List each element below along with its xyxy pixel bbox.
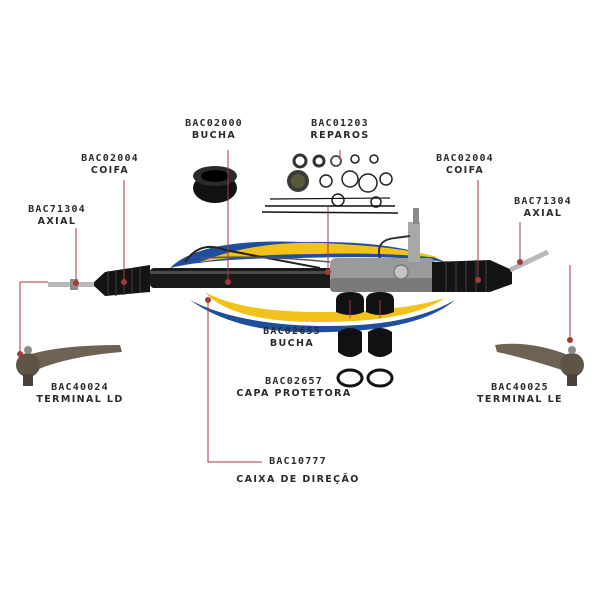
label-reparos: BAC01203 REPAROS — [310, 118, 369, 142]
part-code: BAC02004 — [436, 153, 494, 164]
part-code: BAC40024 — [51, 382, 109, 393]
hydraulic-line — [184, 246, 321, 269]
pinion-port — [393, 264, 409, 280]
terminal-le-part — [495, 343, 584, 386]
label-axial-left: BAC71304 AXIAL — [28, 204, 86, 228]
label-terminal-le: BAC40025 TERMINAL LE — [477, 382, 563, 406]
bucha-top-bushing — [193, 166, 237, 203]
part-name: AXIAL — [523, 208, 563, 219]
swoosh-yellow-bottom — [205, 292, 445, 322]
part-name: REPAROS — [310, 130, 370, 141]
part-code: BAC40025 — [491, 382, 549, 393]
part-name: BUCHA — [269, 338, 315, 349]
capa-protetora — [336, 368, 394, 388]
part-name: BUCHA — [191, 130, 237, 141]
valve-line — [378, 235, 411, 259]
part-name: COIFA — [90, 165, 130, 176]
part-name: COIFA — [445, 165, 485, 176]
terminal-ld-part — [16, 345, 122, 386]
part-name: TERMINAL LD — [36, 394, 124, 405]
part-code: BAC02655 — [263, 326, 321, 337]
left-boot — [92, 265, 150, 296]
pinion-shaft — [408, 222, 420, 262]
swoosh-blue-bottom — [190, 300, 455, 333]
hydraulic-line — [199, 256, 331, 263]
part-code: BAC10777 — [269, 456, 327, 467]
part-code: BAC02000 — [185, 118, 243, 129]
rack-housing-highlight — [150, 271, 390, 274]
reparos-kit — [261, 153, 399, 214]
part-name: TERMINAL LE — [477, 394, 563, 405]
part-code: BAC71304 — [514, 196, 572, 207]
valve-body-shade — [330, 278, 435, 292]
right-axial-rod — [508, 249, 550, 273]
part-code: BAC01203 — [311, 118, 369, 129]
label-bucha-top: BAC02000 BUCHA — [185, 118, 243, 142]
part-name: CAIXA DE DIREÇÃO — [236, 474, 360, 485]
label-capa-protetora: BAC02657 CAPA PROTETORA — [236, 376, 351, 400]
bucha-mid-bushings — [336, 292, 394, 357]
label-caixa-direcao: BAC10777 CAIXA DE DIREÇÃO — [236, 456, 360, 486]
label-coifa-right: BAC02004 COIFA — [436, 153, 494, 177]
label-terminal-ld: BAC40024 TERMINAL LD — [36, 382, 123, 406]
part-code: BAC02657 — [265, 376, 323, 387]
leader-lines — [17, 150, 573, 463]
right-boot — [432, 260, 512, 292]
part-name: AXIAL — [37, 216, 77, 227]
label-bucha-mid: BAC02655 BUCHA — [263, 326, 321, 350]
part-code: BAC02004 — [81, 153, 139, 164]
part-code: BAC71304 — [28, 204, 86, 215]
part-name: CAPA PROTETORA — [236, 388, 352, 399]
label-coifa-left: BAC02004 COIFA — [81, 153, 139, 177]
pinion-top — [413, 208, 419, 224]
label-axial-right: BAC71304 AXIAL — [514, 196, 572, 220]
